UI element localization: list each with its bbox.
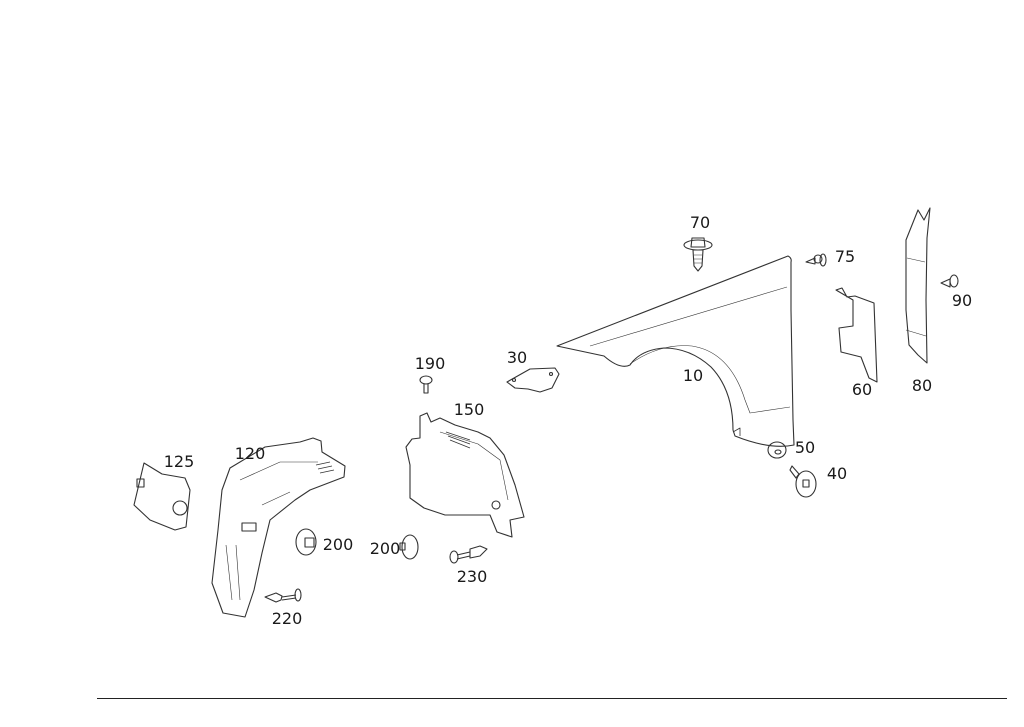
label-part-200: 200 bbox=[322, 535, 354, 554]
label-part-50: 50 bbox=[794, 438, 816, 457]
label-part-40: 40 bbox=[826, 464, 848, 483]
label-part-80: 80 bbox=[911, 376, 933, 395]
bracket-part-60 bbox=[835, 287, 878, 383]
label-part-75: 75 bbox=[834, 247, 856, 266]
clip-200-second-icon bbox=[399, 534, 419, 560]
label-part-60: 60 bbox=[851, 380, 873, 399]
label-part-125: 125 bbox=[163, 452, 195, 471]
cover-plate-part-125 bbox=[133, 462, 191, 531]
screw-90-icon bbox=[940, 274, 959, 288]
label-part-220: 220 bbox=[271, 609, 303, 628]
label-part-150: 150 bbox=[453, 400, 485, 419]
label-part-90: 90 bbox=[951, 291, 973, 310]
label-part-30: 30 bbox=[506, 348, 528, 367]
footer-divider bbox=[97, 698, 1007, 699]
clip-200-icon bbox=[295, 528, 317, 556]
nut-50-icon bbox=[767, 441, 787, 459]
label-part-70: 70 bbox=[689, 213, 711, 232]
bolt-70-icon bbox=[683, 237, 713, 272]
wheel-arch-liner-part-150 bbox=[405, 412, 525, 538]
fender-part-10 bbox=[556, 255, 795, 447]
rivet-220-icon bbox=[264, 588, 302, 603]
label-part-120: 120 bbox=[234, 444, 266, 463]
wheel-arch-liner-part-120 bbox=[211, 437, 346, 618]
heat-shield-part-30 bbox=[506, 367, 560, 393]
label-part-230: 230 bbox=[456, 567, 488, 586]
rivet-230-icon bbox=[449, 545, 488, 564]
label-part-10: 10 bbox=[682, 366, 704, 385]
trim-strip-part-80 bbox=[905, 207, 931, 364]
label-part-200-second: 200 bbox=[369, 539, 401, 558]
screw-75-icon bbox=[805, 253, 827, 267]
screw-190-icon bbox=[419, 375, 433, 394]
bolt-40-icon bbox=[789, 465, 817, 498]
label-part-190: 190 bbox=[414, 354, 446, 373]
